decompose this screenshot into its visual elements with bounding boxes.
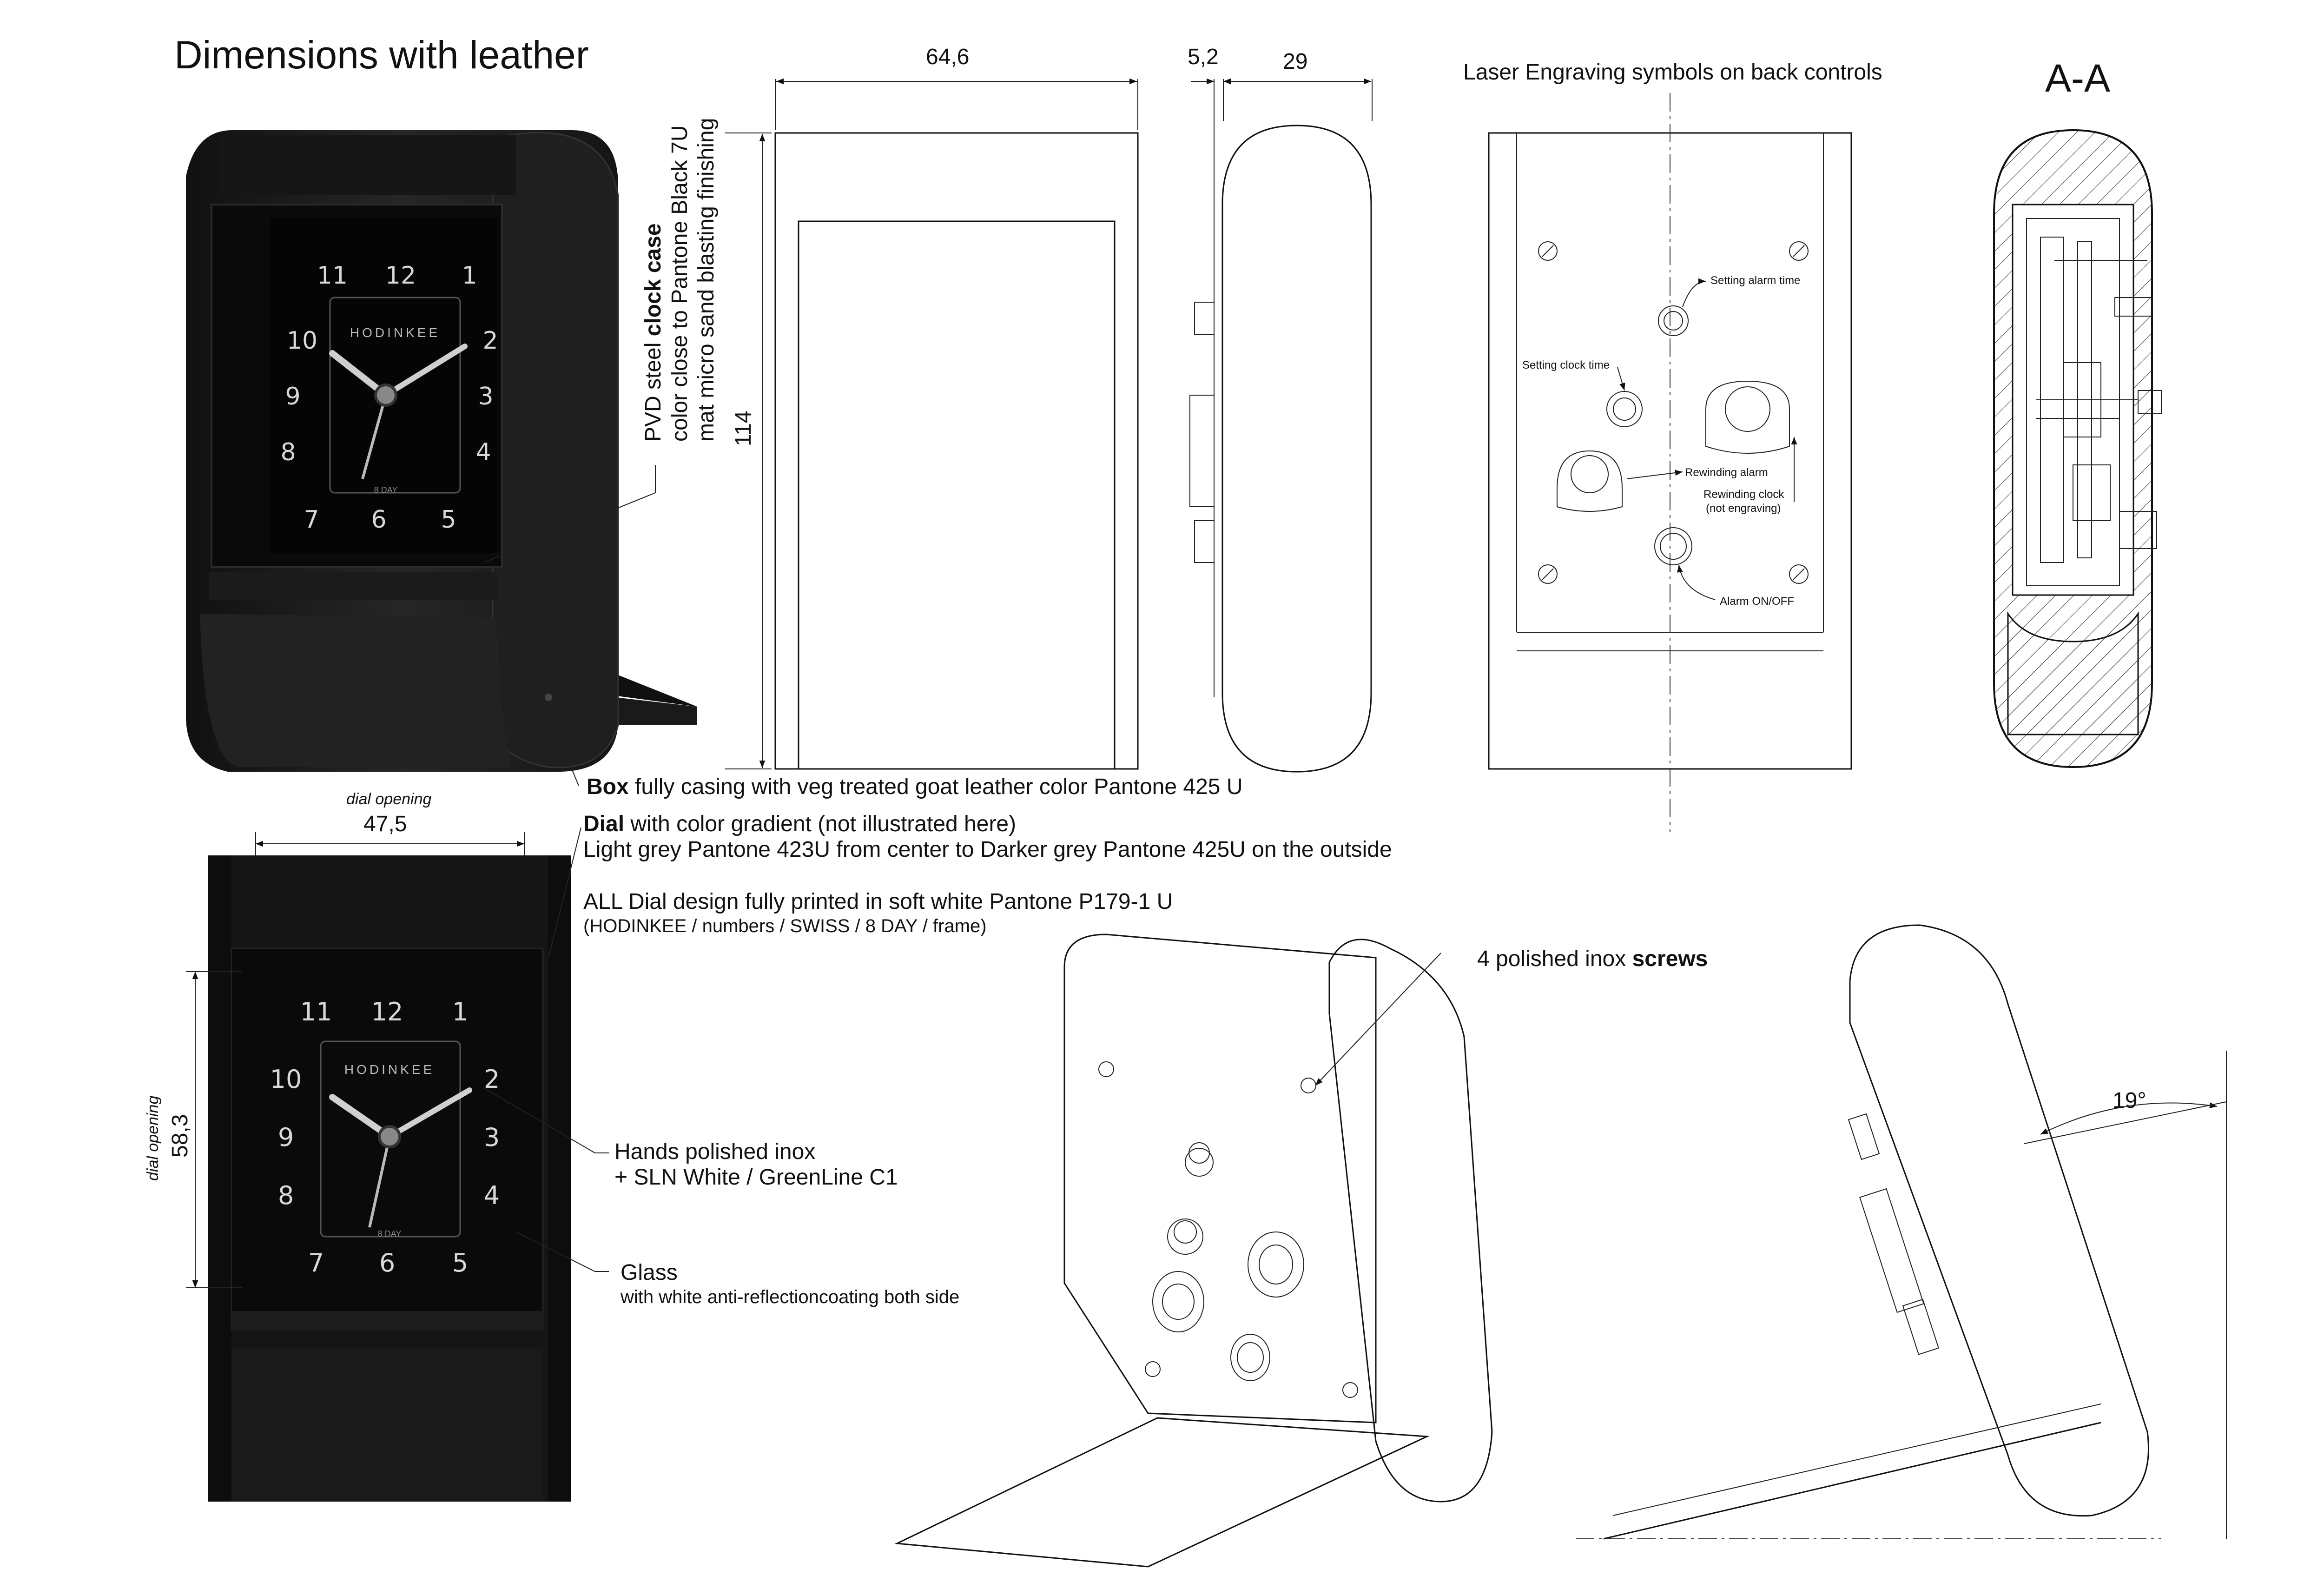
hands-label-line1: Hands polished inox: [614, 1139, 816, 1164]
label-rewinding-clock-1: Rewinding clock: [1703, 488, 1784, 501]
front-number-4: 4: [484, 1181, 500, 1210]
front-view-outline: [725, 78, 1139, 770]
side-tilt-view: [1576, 924, 2227, 1540]
dim-depth: 29: [1283, 49, 1308, 74]
callout-leaders: [483, 465, 656, 1272]
render-number-1: 1: [462, 262, 477, 290]
front-number-5: 5: [452, 1248, 468, 1278]
section-a-a: [1993, 129, 2162, 768]
dial-label-line2: Light grey Pantone 423U from center to D…: [583, 837, 1392, 862]
front-number-8: 8: [278, 1181, 294, 1210]
dim-width: 64,6: [926, 45, 970, 69]
front-number-12: 12: [371, 997, 403, 1026]
dim-height: 114: [731, 410, 756, 446]
label-setting-clock: Setting clock time: [1522, 359, 1610, 371]
render-number-2: 2: [482, 327, 498, 355]
front-sub: 8 DAY: [378, 1229, 402, 1238]
render-number-10: 10: [287, 327, 317, 355]
section-label: A-A: [2045, 56, 2111, 100]
case-label-line1: PVD steel clock case: [641, 223, 666, 442]
dim-dial-height: 58,3: [168, 1114, 192, 1158]
print-label-line2: (HODINKEE / numbers / SWISS / 8 DAY / fr…: [583, 916, 987, 936]
dim-thin: 5,2: [1188, 45, 1219, 69]
page-title: Dimensions with leather: [174, 33, 589, 77]
render-number-8: 8: [280, 438, 296, 466]
dim-angle: 19°: [2113, 1088, 2146, 1113]
render-sub: 8 DAY: [374, 485, 398, 495]
iso-back-view: [894, 934, 1493, 1568]
screws-label: 4 polished inox screws: [1477, 947, 1708, 971]
front-number-7: 7: [308, 1248, 324, 1278]
render-number-11: 11: [317, 262, 348, 290]
render-number-4: 4: [475, 438, 491, 466]
dial-label-line1: Dial with color gradient (not illustrate…: [583, 812, 1017, 836]
front-number-10: 10: [270, 1065, 302, 1094]
label-setting-alarm: Setting alarm time: [1710, 274, 1801, 287]
case-label-line3: mat micro sand blasting finishing: [694, 118, 719, 442]
dial-opening-label-vertical: dial opening: [144, 1095, 162, 1181]
front-number-9: 9: [278, 1123, 294, 1152]
render-number-3: 3: [478, 383, 493, 410]
front-number-2: 2: [484, 1065, 500, 1094]
label-alarm-onoff: Alarm ON/OFF: [1720, 595, 1794, 608]
render-brand: HODINKEE: [350, 325, 440, 340]
front-brand: HODINKEE: [344, 1062, 435, 1077]
front-view-dark: 11 12 1 2 3 4 5 6 7 8 9 10 HODINKEE 8 DA…: [186, 832, 571, 1502]
glass-label-line2: with white anti-reflectioncoating both s…: [621, 1287, 960, 1307]
hands-label-line2: + SLN White / GreenLine C1: [614, 1165, 898, 1190]
label-rewinding-alarm: Rewinding alarm: [1685, 466, 1768, 479]
case-label-line2: color close to Pantone Black 7U: [667, 125, 692, 442]
render-number-9: 9: [285, 383, 300, 410]
laser-label: Laser Engraving symbols on back controls: [1463, 60, 1882, 85]
front-hands: [329, 1087, 472, 1228]
dim-dial-width: 47,5: [363, 812, 407, 836]
front-number-11: 11: [300, 997, 332, 1026]
render-number-6: 6: [371, 506, 386, 534]
front-number-3: 3: [484, 1123, 500, 1152]
front-number-6: 6: [379, 1248, 395, 1278]
render-hands: [329, 344, 468, 479]
box-label: Box fully casing with veg treated goat l…: [587, 775, 1243, 799]
label-rewinding-clock-2: (not engraving): [1706, 502, 1781, 515]
side-view-outline: [1189, 78, 1373, 773]
glass-label-line1: Glass: [621, 1260, 678, 1285]
back-view: [1488, 93, 1852, 832]
dial-opening-label: dial opening: [346, 790, 432, 808]
front-number-1: 1: [452, 997, 468, 1026]
render-number-5: 5: [441, 506, 456, 534]
print-label-line1: ALL Dial design fully printed in soft wh…: [583, 889, 1173, 914]
render-number-7: 7: [304, 506, 319, 534]
clock-render-3d: 11 12 1 2 3 4 5 6 7 8 9 10 HODINKEE 8 DA…: [186, 130, 697, 772]
render-number-12: 12: [385, 262, 416, 290]
